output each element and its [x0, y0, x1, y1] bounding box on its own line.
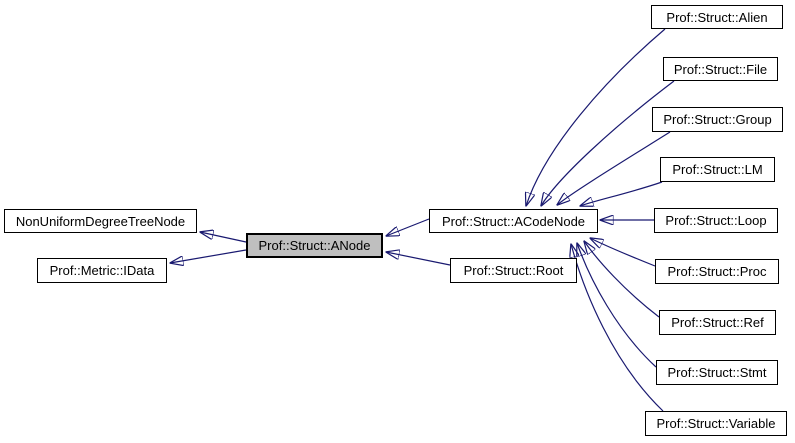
class-node-label: Prof::Struct::ANode	[258, 238, 371, 253]
class-node-prof-struct-ref[interactable]: Prof::Struct::Ref	[659, 310, 776, 335]
class-node-label: Prof::Struct::Ref	[671, 315, 764, 330]
edge-anode-to-nonuniformdegreetreenode	[200, 232, 247, 243]
class-node-prof-struct-proc[interactable]: Prof::Struct::Proc	[655, 259, 779, 284]
class-node-label: Prof::Struct::Stmt	[667, 365, 767, 380]
edge-alien-to-acodenode	[526, 28, 666, 206]
edge-ref-to-acodenode	[584, 241, 660, 318]
class-node-label: Prof::Struct::Loop	[665, 213, 767, 228]
class-node-label: Prof::Struct::Alien	[666, 9, 768, 25]
class-node-label: Prof::Struct::Root	[463, 263, 564, 278]
class-node-label: Prof::Struct::Variable	[656, 416, 776, 431]
class-node-label: Prof::Metric::IData	[49, 263, 155, 278]
edge-acodenode-to-anode	[386, 218, 430, 236]
edge-stmt-to-acodenode	[577, 243, 657, 368]
edge-file-to-acodenode	[541, 80, 675, 206]
class-node-prof-struct-file[interactable]: Prof::Struct::File	[663, 57, 778, 81]
class-node-nonuniformdegreetreenode[interactable]: NonUniformDegreeTreeNode	[4, 209, 197, 233]
edge-root-to-anode	[386, 252, 451, 266]
edge-variable-to-acodenode	[571, 244, 664, 412]
class-node-label: Prof::Struct::Proc	[667, 264, 767, 279]
class-node-label: NonUniformDegreeTreeNode	[15, 213, 186, 229]
class-node-label: Prof::Struct::LM	[672, 162, 763, 177]
class-node-prof-struct-loop[interactable]: Prof::Struct::Loop	[654, 208, 778, 233]
class-node-prof-struct-acodenode[interactable]: Prof::Struct::ACodeNode	[429, 209, 598, 233]
class-node-label: Prof::Struct::ACodeNode	[441, 213, 586, 229]
class-node-prof-struct-lm[interactable]: Prof::Struct::LM	[660, 157, 775, 182]
class-node-prof-struct-variable[interactable]: Prof::Struct::Variable	[645, 411, 787, 436]
edge-group-to-acodenode	[557, 131, 671, 205]
class-node-prof-struct-anode[interactable]: Prof::Struct::ANode	[246, 233, 383, 258]
class-node-prof-struct-stmt[interactable]: Prof::Struct::Stmt	[656, 360, 778, 385]
class-node-label: Prof::Struct::Group	[663, 112, 772, 127]
class-node-prof-struct-group[interactable]: Prof::Struct::Group	[652, 107, 783, 132]
class-node-prof-metric-idata[interactable]: Prof::Metric::IData	[37, 258, 167, 283]
class-node-prof-struct-alien[interactable]: Prof::Struct::Alien	[651, 5, 783, 29]
edge-anode-to-idata	[170, 249, 247, 263]
class-node-label: Prof::Struct::File	[673, 61, 768, 77]
edge-lm-to-acodenode	[580, 181, 663, 206]
class-node-prof-struct-root[interactable]: Prof::Struct::Root	[450, 258, 577, 283]
